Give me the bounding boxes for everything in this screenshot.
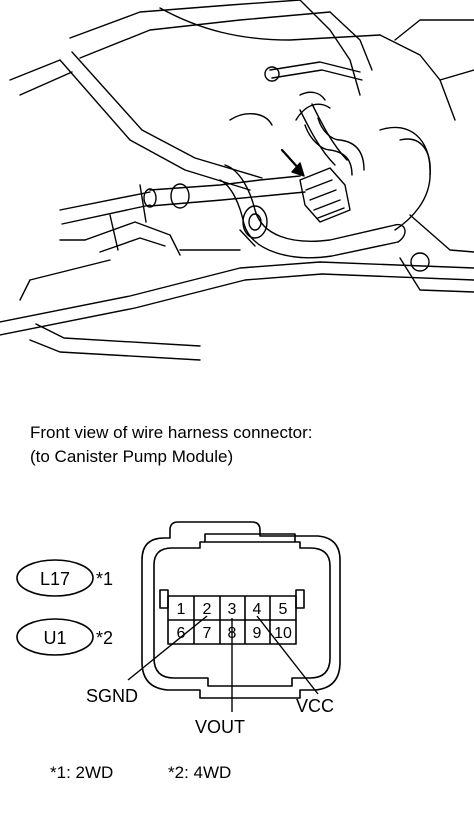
leader-sgnd bbox=[127, 615, 208, 681]
pin-number: 10 bbox=[274, 625, 292, 642]
connector-code-note: *2 bbox=[96, 628, 113, 648]
harness-connector-front-view bbox=[141, 521, 341, 699]
pin-number: 2 bbox=[203, 601, 212, 618]
pin-number: 6 bbox=[177, 625, 186, 642]
caption-line-2: (to Canister Pump Module) bbox=[30, 447, 233, 466]
signal-label-vout: VOUT bbox=[195, 717, 245, 737]
signal-label-sgnd: SGND bbox=[86, 686, 138, 706]
pin-number: 7 bbox=[203, 625, 212, 642]
pin-numbers-top-row: 1 2 3 4 5 bbox=[177, 601, 288, 618]
footnote-2wd: *1: 2WD bbox=[50, 763, 113, 782]
pin-number: 9 bbox=[253, 625, 262, 642]
leader-vcc bbox=[256, 615, 319, 695]
connector-code-l17: L17 *1 bbox=[16, 559, 113, 597]
signal-leader-lines bbox=[127, 615, 319, 712]
footnote-4wd: *2: 4WD bbox=[168, 763, 231, 782]
pin-number: 4 bbox=[253, 601, 262, 618]
connector-code-note: *1 bbox=[96, 569, 113, 589]
vehicle-underbody-illustration bbox=[0, 0, 474, 361]
connector-code-u1: U1 *2 bbox=[16, 618, 113, 656]
connector-code-text: L17 bbox=[40, 569, 70, 589]
caption-line-1: Front view of wire harness connector: bbox=[30, 423, 313, 442]
connector-code-text: U1 bbox=[43, 628, 66, 648]
pin-number: 3 bbox=[228, 601, 237, 618]
pin-number: 5 bbox=[279, 601, 288, 618]
signal-label-vcc: VCC bbox=[296, 696, 334, 716]
pin-number: 1 bbox=[177, 601, 186, 618]
